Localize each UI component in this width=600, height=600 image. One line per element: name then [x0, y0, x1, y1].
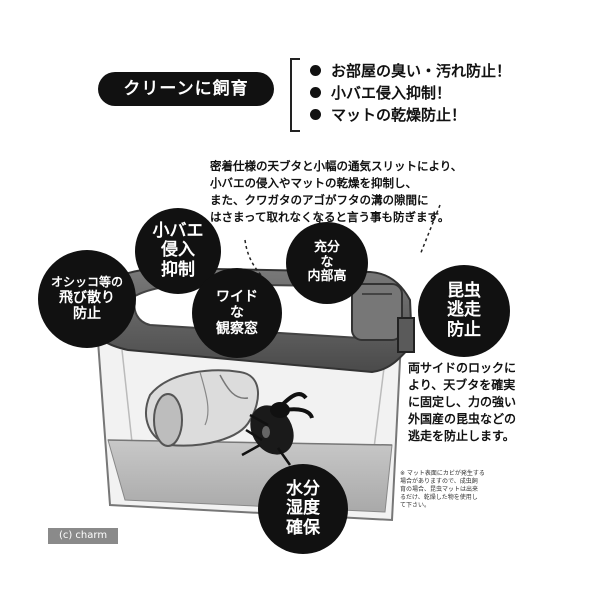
circle-line: 防止: [447, 319, 481, 340]
feature-text: 小バエ侵入抑制！: [331, 84, 452, 102]
circle-line: 小バエ: [152, 220, 204, 241]
circle-line: 内部高: [307, 269, 347, 285]
note-line: るだけ、乾燥した物を使用し: [400, 494, 478, 501]
side-text-line: 逃走を防止します。: [408, 429, 515, 443]
circle-line: 侵入: [161, 240, 195, 261]
circle-konchu: 昆虫 逃走 防止: [418, 265, 510, 357]
circle-line: 湿度: [286, 498, 320, 519]
circle-line: な: [320, 254, 334, 270]
description-line: また、クワガタのアゴがフタの溝の隙間に: [210, 193, 429, 207]
title-badge: クリーンに飼育: [98, 72, 274, 106]
bullet-icon: [310, 87, 321, 98]
circle-line: ワイド: [216, 288, 258, 305]
feature-item: 小バエ侵入抑制！: [310, 82, 511, 104]
circle-juubun: 充分 な 内部高: [286, 222, 368, 304]
description-line: はさまって取れなくなると言う事も防ぎます。: [210, 210, 450, 224]
circle-line: 昆虫: [447, 280, 481, 301]
feature-item: マットの乾燥防止！: [310, 104, 511, 126]
note-line: て下さい。: [400, 502, 431, 509]
circle-line: 防止: [73, 305, 101, 322]
side-text-line: 両サイドのロックに: [408, 361, 517, 375]
bullet-icon: [310, 109, 321, 120]
circle-line: な: [230, 304, 244, 321]
feature-list: お部屋の臭い・汚れ防止！ 小バエ侵入抑制！ マットの乾燥防止！: [310, 60, 511, 126]
feature-item: お部屋の臭い・汚れ防止！: [310, 60, 511, 82]
note-line: 育の場合、昆虫マットは出来: [400, 486, 479, 493]
description: 密着仕様の天ブタと小幅の通気スリットにより、 小バエの侵入やマットの乾燥を抑制し…: [210, 158, 510, 226]
circle-line: 観察窓: [216, 321, 258, 338]
circle-line: 水分: [286, 478, 320, 499]
circle-oshikko: オシッコ等の 飛び散り 防止: [38, 250, 136, 348]
side-text-line: より、天ブタを確実: [408, 378, 516, 392]
circle-wide: ワイド な 観察窓: [192, 268, 282, 358]
circle-line: 逃走: [447, 300, 481, 321]
description-line: 小バエの侵入やマットの乾燥を抑制し、: [210, 176, 417, 190]
circle-line: オシッコ等の: [50, 275, 123, 289]
caution-note: ※ マット表面にカビが発生する 場合がありますので、成虫飼 育の場合、昆虫マット…: [400, 470, 570, 510]
copyright-label: (c) charm: [48, 528, 118, 544]
circle-line: 確保: [286, 517, 320, 538]
description-line: 密着仕様の天ブタと小幅の通気スリットにより、: [210, 159, 463, 173]
circle-line: 充分: [313, 239, 340, 255]
circle-suibun: 水分 湿度 確保: [258, 464, 348, 554]
side-lock-description: 両サイドのロックに より、天ブタを確実 に固定し、力の強い 外国産の昆虫などの …: [408, 360, 558, 445]
circle-line: 抑制: [161, 259, 195, 280]
side-text-line: 外国産の昆虫などの: [408, 412, 517, 426]
side-text-line: に固定し、力の強い: [408, 395, 517, 409]
feature-text: マットの乾燥防止！: [331, 106, 467, 124]
bullet-icon: [310, 65, 321, 76]
circle-line: 飛び散り: [59, 289, 115, 306]
feature-text: お部屋の臭い・汚れ防止！: [331, 62, 512, 80]
feature-bracket: [290, 58, 300, 132]
note-line: 場合がありますので、成虫飼: [400, 478, 478, 485]
note-line: ※ マット表面にカビが発生する: [400, 470, 485, 477]
